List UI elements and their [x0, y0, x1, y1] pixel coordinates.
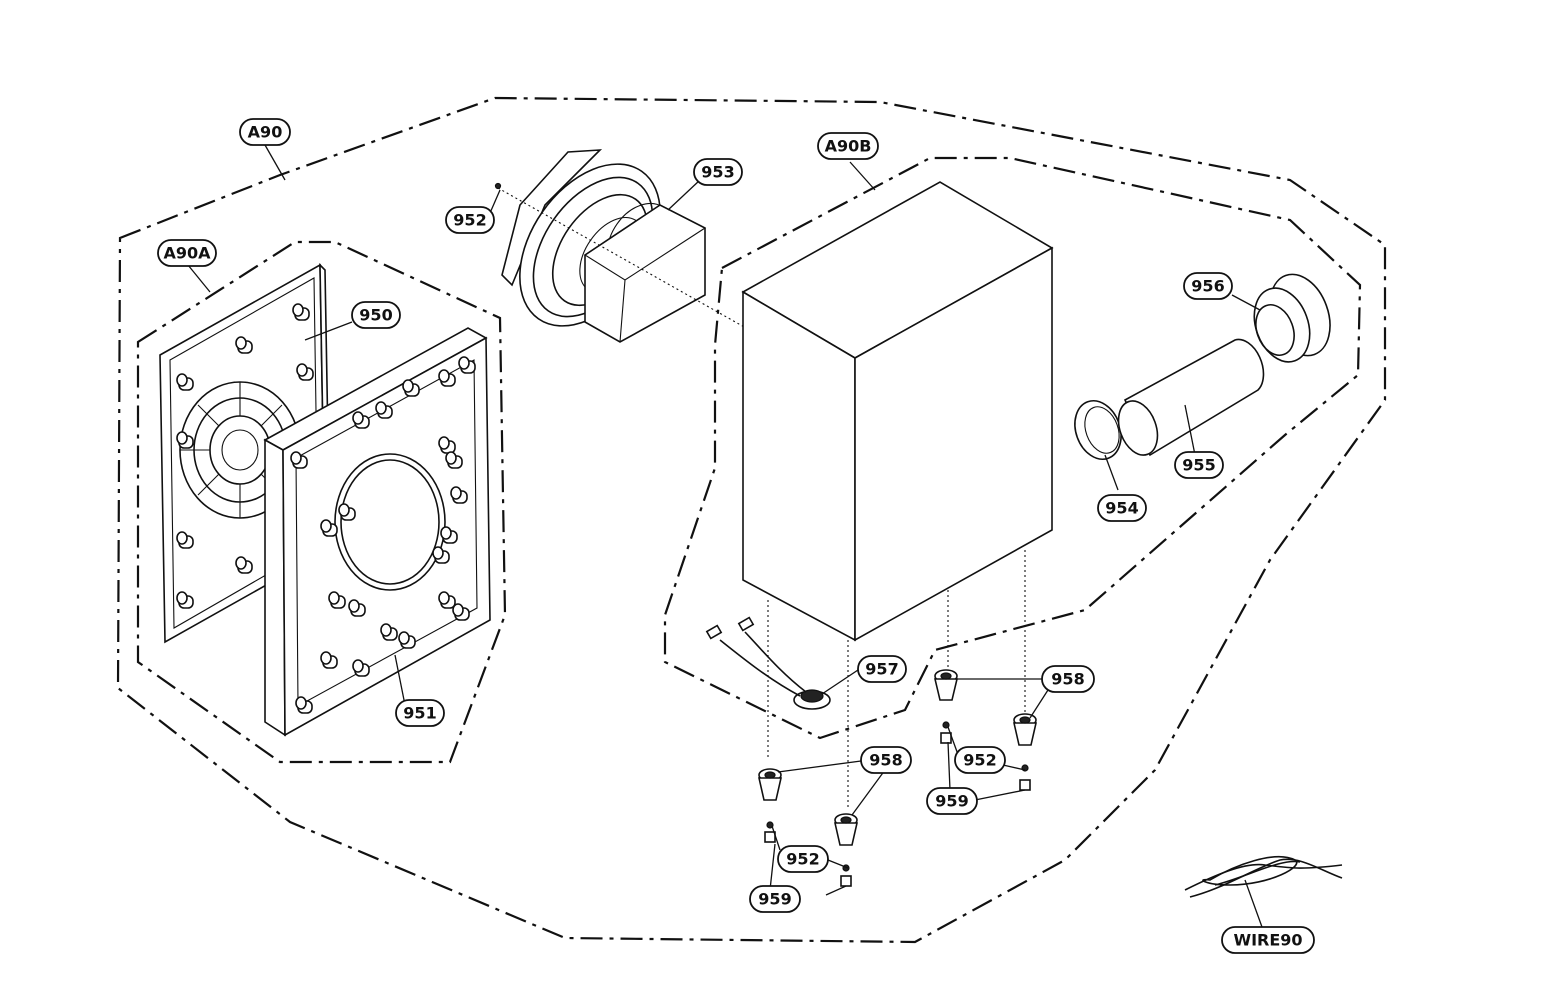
label-952-right-text: 952 [963, 751, 996, 770]
port-flare-956 [1253, 273, 1331, 363]
label-958-mid: 958 [860, 746, 912, 774]
foot-mid [833, 813, 859, 887]
label-950-text: 950 [359, 306, 392, 325]
label-952-right: 952 [954, 746, 1006, 774]
label-950: 950 [351, 301, 401, 329]
baffle-pegs [290, 356, 476, 714]
label-955: 955 [1174, 451, 1224, 479]
foot-left [757, 768, 783, 843]
label-a90-text: A90 [248, 123, 283, 142]
label-953-text: 953 [701, 163, 734, 182]
label-954-text: 954 [1105, 499, 1138, 518]
label-959-right-text: 959 [935, 792, 968, 811]
label-wire90: WIRE90 [1221, 926, 1315, 954]
label-952-mid: 952 [777, 845, 829, 873]
terminal-957 [705, 616, 831, 710]
label-959-right: 959 [926, 787, 978, 815]
label-wire90-text: WIRE90 [1233, 931, 1302, 950]
leader-lines [187, 144, 1263, 928]
label-a90a: A90A [157, 239, 217, 267]
label-959-mid-text: 959 [758, 890, 791, 909]
woofer-speaker-953 [494, 149, 871, 399]
label-954: 954 [1097, 494, 1147, 522]
label-955-text: 955 [1182, 456, 1215, 475]
foot-right-a [933, 669, 959, 744]
label-952-mid-text: 952 [786, 850, 819, 869]
label-958-mid-text: 958 [869, 751, 902, 770]
label-951: 951 [395, 699, 445, 727]
wire-90 [1184, 856, 1343, 898]
label-958-right-text: 958 [1051, 670, 1084, 689]
label-951-text: 951 [403, 704, 436, 723]
label-959-mid: 959 [749, 885, 801, 913]
port-tube-955 [1117, 338, 1265, 457]
label-a90b: A90B [817, 132, 879, 160]
label-958-right: 958 [1041, 665, 1095, 693]
foot-right-b [1012, 713, 1038, 791]
label-a90: A90 [239, 118, 291, 146]
label-956-text: 956 [1191, 277, 1224, 296]
cabinet-box-a90b [741, 181, 1054, 810]
label-a90a-text: A90A [163, 244, 211, 263]
baffle-board-951 [263, 327, 491, 737]
label-956: 956 [1183, 272, 1233, 300]
label-952-top: 952 [445, 206, 495, 234]
label-957-text: 957 [865, 660, 898, 679]
label-953: 953 [693, 158, 743, 186]
port-ring-954 [1074, 400, 1122, 460]
grille-pegs [176, 303, 314, 609]
label-952-top-text: 952 [453, 211, 486, 230]
a90b-group-boundary [663, 156, 1362, 740]
label-957: 957 [857, 655, 907, 683]
a90-assembly-boundary [116, 96, 1387, 944]
label-a90b-text: A90B [825, 137, 872, 156]
